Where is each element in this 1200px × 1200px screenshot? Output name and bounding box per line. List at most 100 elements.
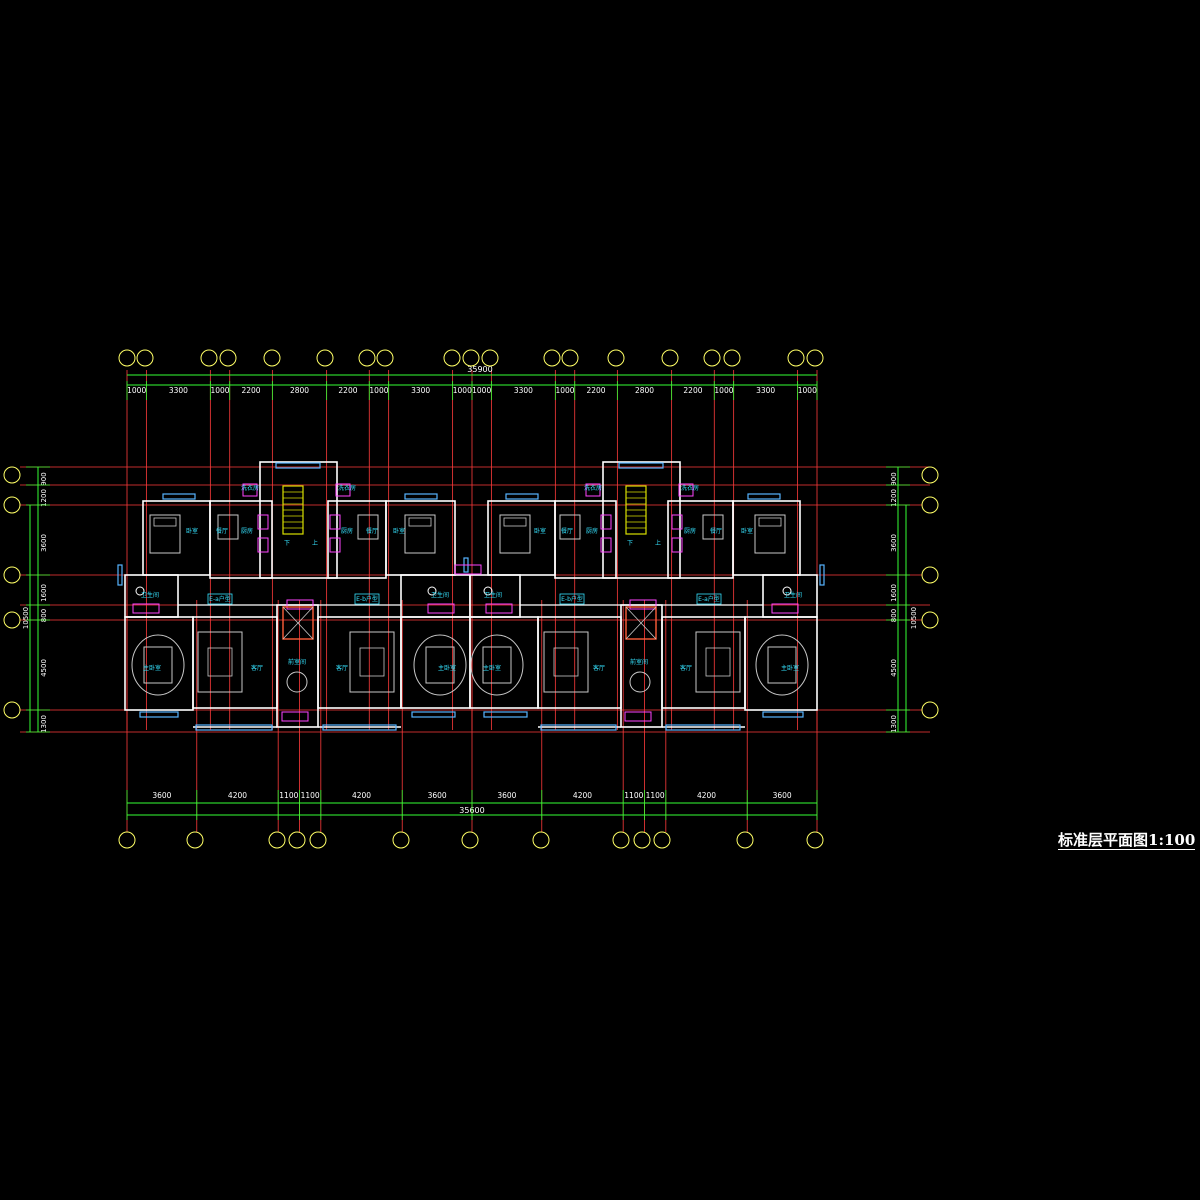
top-segment-label: 3300	[756, 386, 775, 395]
top-segment-label: 1000	[798, 386, 817, 395]
axis-bubble-bottom	[612, 831, 630, 849]
window	[665, 724, 741, 731]
room-label-dining: 餐厅	[561, 527, 573, 535]
window	[762, 711, 804, 718]
sofa-set	[197, 631, 243, 693]
axis-bubble-bottom	[186, 831, 204, 849]
dining-table	[702, 514, 724, 540]
top-segment-label: 1000	[453, 386, 472, 395]
room-label-bedroom: 卧室	[186, 527, 198, 535]
room-label-bathroom: 卫生间	[431, 591, 449, 599]
unit-tag-frame	[559, 593, 585, 605]
axis-bubble-bottom	[806, 831, 824, 849]
room-label-dining: 餐厅	[216, 527, 228, 535]
axis-bubble-bottom	[461, 831, 479, 849]
wall-room	[661, 616, 746, 709]
room-label-laundry: 洗衣房	[584, 484, 602, 492]
room-label-kitchen: 厨房	[241, 527, 253, 535]
window	[322, 724, 397, 731]
axis-bubble-bottom	[309, 831, 327, 849]
unit-tag-label: E-b户型	[356, 595, 378, 603]
right-overall-label: 10500	[910, 607, 918, 629]
bed	[425, 646, 455, 684]
room-label-bathroom: 卫生间	[484, 591, 502, 599]
axis-bubble-top	[661, 349, 679, 367]
top-segment-label: 1000	[714, 386, 733, 395]
unit-tag-frame	[354, 593, 380, 605]
top-segment-label: 1000	[127, 386, 146, 395]
dining-table	[217, 514, 239, 540]
round-table	[286, 671, 308, 693]
top-segment-label: 1000	[210, 386, 229, 395]
coffee-table	[207, 647, 233, 677]
room-label-dining: 餐厅	[710, 527, 722, 535]
window	[540, 724, 617, 731]
kitchen-counter	[257, 514, 269, 530]
bed	[404, 514, 436, 554]
drawing-title: 标准层平面图1:100	[1058, 831, 1196, 850]
kitchen-counter	[600, 514, 612, 530]
axis-bubble-bottom	[736, 831, 754, 849]
wall-room	[192, 616, 278, 709]
laundry-fixture	[335, 483, 351, 497]
window	[747, 493, 781, 500]
furniture	[131, 514, 809, 696]
rug-oval	[470, 634, 524, 696]
room-label-master-bedroom: 主卧室	[143, 664, 161, 672]
axis-bubble-left	[3, 611, 21, 629]
top-segment-label: 3300	[411, 386, 430, 395]
room-label-kitchen: 厨房	[341, 527, 353, 535]
axis-bubble-top	[136, 349, 154, 367]
wall-stair-core	[259, 461, 338, 579]
top-overall-label: 35900	[467, 365, 492, 374]
room-label-laundry: 洗衣房	[241, 484, 259, 492]
bed	[767, 646, 797, 684]
rug-oval	[131, 634, 185, 696]
left-segment-label: 1200	[40, 489, 48, 507]
window	[819, 564, 825, 586]
window	[618, 462, 664, 469]
left-segment-label: 800	[40, 609, 48, 622]
axis-bubble-bottom	[268, 831, 286, 849]
room-label-master-bedroom: 主卧室	[781, 664, 799, 672]
sofa-set	[349, 631, 395, 693]
elevator-cross	[282, 606, 314, 640]
right-segment-label: 3600	[890, 534, 898, 552]
axis-bubble-right	[921, 701, 939, 719]
axis-bubble-top	[703, 349, 721, 367]
bottom-segment-label: 3600	[497, 791, 516, 800]
pillow	[503, 517, 527, 527]
window	[195, 724, 273, 731]
rug-oval	[413, 634, 467, 696]
window	[483, 711, 528, 718]
room-label-living: 客厅	[251, 664, 263, 672]
top-segment-label: 2800	[635, 386, 654, 395]
room-label-master-bedroom: 主卧室	[438, 664, 456, 672]
top-segment-label: 2200	[586, 386, 605, 395]
axis-bubble-bottom	[392, 831, 410, 849]
axis-bubble-top	[118, 349, 136, 367]
bed	[754, 514, 786, 554]
window	[139, 711, 179, 718]
top-segment-label: 2200	[241, 386, 260, 395]
axis-bubble-top	[443, 349, 461, 367]
pillow	[758, 517, 782, 527]
axis-bubble-top	[543, 349, 561, 367]
kitchen-counter	[257, 537, 269, 553]
bottom-segment-label: 3600	[773, 791, 792, 800]
wall-room	[554, 500, 617, 579]
axis-bubble-top	[316, 349, 334, 367]
rug-oval	[755, 634, 809, 696]
bottom-segment-label: 1100	[301, 791, 320, 800]
axis-bubble-bottom	[532, 831, 550, 849]
coffee-table	[705, 647, 731, 677]
wall-room	[385, 500, 456, 576]
bottom-segment-label: 1100	[279, 791, 298, 800]
bed	[143, 646, 173, 684]
bath-fixture	[485, 603, 513, 614]
axis-bubble-top	[806, 349, 824, 367]
room-label-kitchen: 厨房	[684, 527, 696, 535]
laundry-fixture	[242, 483, 258, 497]
bath-fixture	[629, 599, 657, 610]
bath-fixture	[281, 711, 309, 722]
